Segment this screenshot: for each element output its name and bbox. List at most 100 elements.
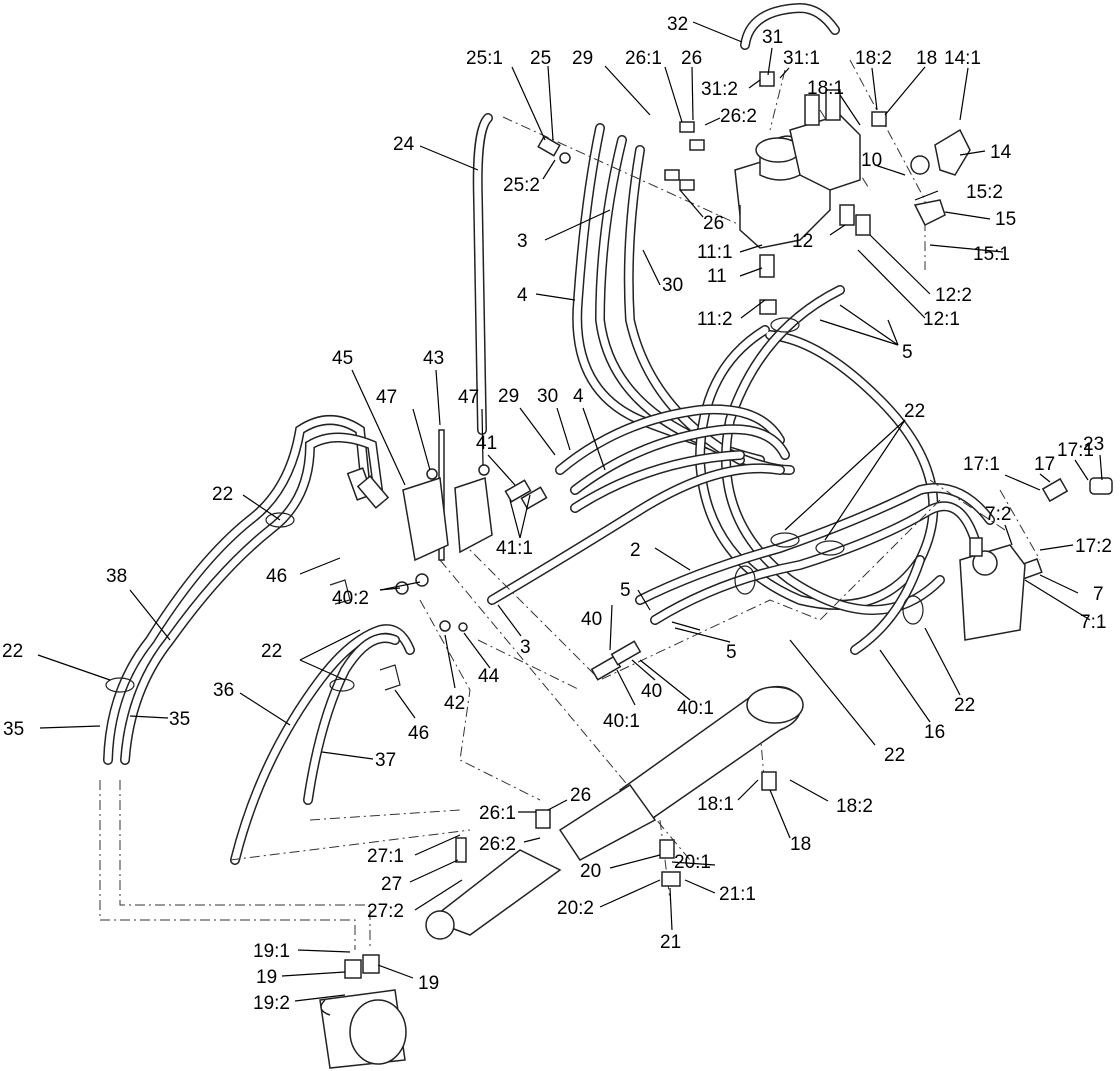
label-18-2-top: 18:2: [855, 48, 892, 69]
label-12-1: 12:1: [923, 309, 960, 330]
label-26-2-top: 26:2: [720, 106, 757, 127]
label-2: 2: [630, 540, 641, 561]
label-18-top: 18: [916, 48, 937, 69]
label-5-lower: 5: [726, 642, 737, 663]
label-20-2: 20:2: [557, 898, 594, 919]
label-30-mid: 30: [537, 386, 558, 407]
label-18-1-low: 18:1: [697, 794, 734, 815]
label-7: 7: [1093, 584, 1104, 605]
label-40-1-left: 40:1: [603, 711, 640, 732]
label-11-2: 11:2: [697, 309, 733, 330]
mounting-brackets: [329, 476, 493, 691]
label-45: 45: [332, 348, 353, 369]
label-10: 10: [861, 150, 882, 171]
label-46-right: 46: [408, 723, 429, 744]
leader-lines: [37, 21, 1103, 1002]
label-40-2: 40:2: [332, 588, 369, 609]
label-31-2: 31:2: [701, 79, 738, 100]
label-29-top: 29: [572, 48, 593, 69]
label-46-left: 46: [266, 566, 287, 587]
label-15: 15: [995, 209, 1016, 230]
hydraulic-cylinder: [425, 685, 804, 940]
label-30-top: 30: [662, 275, 683, 296]
label-5-mid: 5: [620, 580, 631, 601]
label-19-left: 19: [256, 967, 277, 988]
label-31: 31: [762, 27, 783, 48]
label-20-1: 20:1: [674, 852, 711, 873]
label-4-mid: 4: [573, 386, 584, 407]
label-7-1: 7:1: [1080, 612, 1106, 633]
label-19-1: 19:1: [253, 941, 290, 962]
label-15-2: 15:2: [966, 182, 1003, 203]
label-42: 42: [444, 693, 465, 714]
label-40-top: 40: [581, 609, 602, 630]
hydraulic-motor: [319, 989, 407, 1069]
label-21-1: 21:1: [719, 884, 756, 905]
label-22-right-low: 22: [954, 695, 975, 716]
label-22-right-top: 22: [904, 401, 925, 422]
label-12: 12: [792, 231, 813, 252]
label-27-1: 27:1: [367, 846, 404, 867]
label-19-right: 19: [418, 973, 439, 994]
label-18-2-low: 18:2: [836, 796, 873, 817]
label-26-mid: 26: [703, 213, 724, 234]
label-40-1-right: 40:1: [677, 698, 714, 719]
label-38: 38: [106, 566, 127, 587]
label-14: 14: [990, 142, 1012, 163]
label-17-2: 17:2: [1075, 536, 1112, 557]
label-7-2: 7:2: [985, 504, 1011, 525]
label-18-1-top: 18:1: [807, 78, 844, 99]
label-41: 41: [476, 433, 497, 454]
label-5-top: 5: [902, 342, 913, 363]
label-17: 17: [1034, 454, 1055, 475]
label-25: 25: [530, 48, 551, 69]
label-11-1: 11:1: [697, 242, 733, 263]
label-17-1-left: 17:1: [963, 454, 1000, 475]
label-14-1: 14:1: [944, 48, 981, 69]
label-23: 23: [1083, 434, 1104, 455]
label-3-top: 3: [517, 231, 528, 252]
label-41-1: 41:1: [496, 538, 533, 559]
label-22-mid-left: 22: [261, 641, 282, 662]
label-4-top: 4: [517, 285, 528, 306]
label-3-lower: 3: [520, 637, 531, 658]
label-26-low: 26: [570, 785, 591, 806]
label-24: 24: [393, 134, 415, 155]
label-21: 21: [660, 932, 681, 953]
callout-labels: 32 31 31:1 31:2 25:1 25 29 26:1 26 26:2 …: [2, 14, 1112, 1014]
label-19-2: 19:2: [253, 993, 290, 1014]
label-47-left: 47: [376, 387, 397, 408]
label-16: 16: [924, 722, 945, 743]
label-15-1: 15:1: [973, 244, 1010, 265]
label-37: 37: [375, 750, 396, 771]
label-27-2: 27:2: [367, 901, 404, 922]
label-26-1-low: 26:1: [479, 803, 516, 824]
gear-pump: [959, 537, 1026, 641]
label-20: 20: [580, 861, 601, 882]
label-18-low: 18: [790, 834, 811, 855]
label-47-right: 47: [458, 387, 479, 408]
label-43: 43: [423, 348, 444, 369]
label-25-1: 25:1: [466, 48, 503, 69]
label-26-top: 26: [681, 48, 702, 69]
label-22-bottom: 22: [884, 745, 905, 766]
label-22-far-left: 22: [2, 641, 23, 662]
label-35-right: 35: [169, 709, 190, 730]
label-26-1-top: 26:1: [625, 48, 662, 69]
label-22-left-top: 22: [212, 484, 233, 505]
label-35-left: 35: [3, 719, 24, 740]
label-31-1: 31:1: [783, 48, 820, 69]
label-36: 36: [213, 680, 234, 701]
label-29-mid: 29: [498, 386, 519, 407]
label-40-lower: 40: [641, 681, 662, 702]
control-valve: [734, 89, 861, 249]
label-12-2: 12:2: [935, 285, 972, 306]
label-26-2-low: 26:2: [479, 834, 516, 855]
label-27: 27: [381, 874, 402, 895]
label-11: 11: [707, 266, 727, 287]
label-44: 44: [478, 666, 500, 687]
hose-clamps: [105, 317, 924, 693]
label-32: 32: [667, 14, 688, 35]
label-17-1-right: 17:1: [1057, 440, 1094, 461]
